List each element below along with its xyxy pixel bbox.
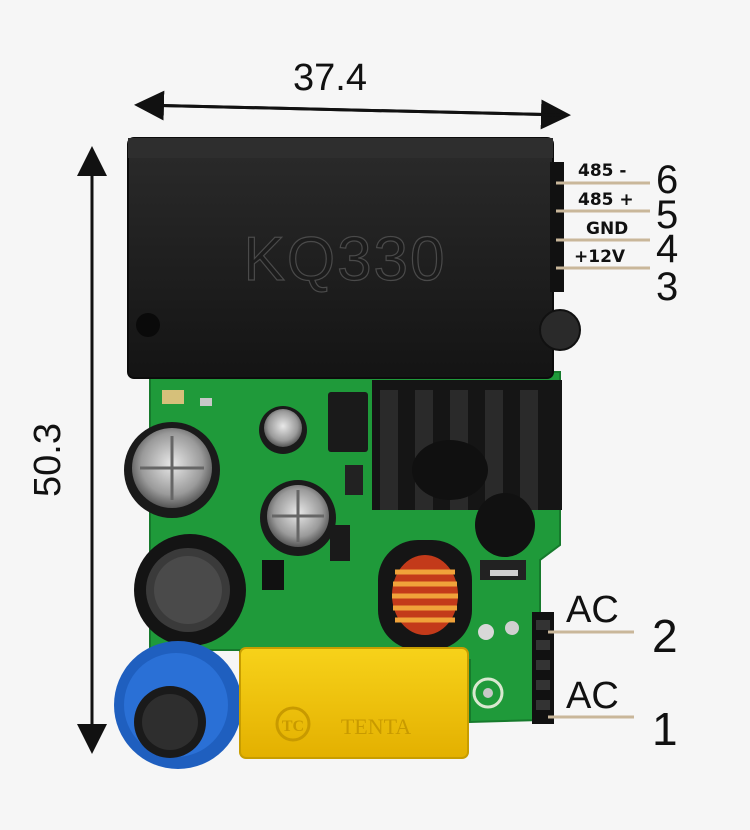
width-label: 37.4	[293, 57, 367, 99]
svg-text:TC: TC	[282, 718, 304, 735]
smd-chip	[328, 392, 368, 452]
black-inductor	[134, 534, 246, 646]
pin-number-4: 4	[656, 227, 678, 271]
top-pin-header: 485 - 485 + GND +12V 6 5 4 3	[550, 158, 678, 309]
height-label: 50.3	[27, 423, 69, 497]
electrolytic-capacitors	[124, 406, 336, 556]
pin-number-3: 3	[656, 265, 678, 309]
ac-pin-header: AC AC 2 1	[532, 589, 678, 755]
pin-label-485-plus: 485 +	[578, 190, 634, 210]
coil-inductor	[378, 540, 472, 650]
ac-pin-number-1: 1	[652, 703, 678, 755]
width-dimension: 37.4	[134, 57, 571, 130]
ac-label-1: AC	[566, 675, 619, 717]
pin-number-5: 5	[656, 193, 678, 237]
width-arrow-left	[134, 90, 566, 121]
ac-label-2: AC	[566, 589, 619, 631]
heatsink	[372, 380, 562, 557]
pin-number-6: 6	[656, 158, 678, 202]
solder-pad	[162, 390, 184, 404]
model-label: KQ330	[243, 225, 446, 294]
pin-label-485-minus: 485 -	[578, 161, 626, 181]
height-dimension: 50.3	[27, 146, 107, 754]
pin-label-gnd: GND	[586, 219, 628, 239]
pin-label-12v: +12V	[574, 247, 626, 267]
blue-capacitor	[114, 641, 242, 769]
x-capacitor: TC TENTA	[239, 647, 469, 759]
mounting-hole-icon	[472, 677, 504, 709]
capacitor-brand-label: TENTA	[341, 714, 411, 739]
brand-logo-icon	[275, 706, 311, 742]
ac-pin-number-2: 2	[652, 610, 678, 662]
module-body: KQ330	[127, 137, 581, 379]
